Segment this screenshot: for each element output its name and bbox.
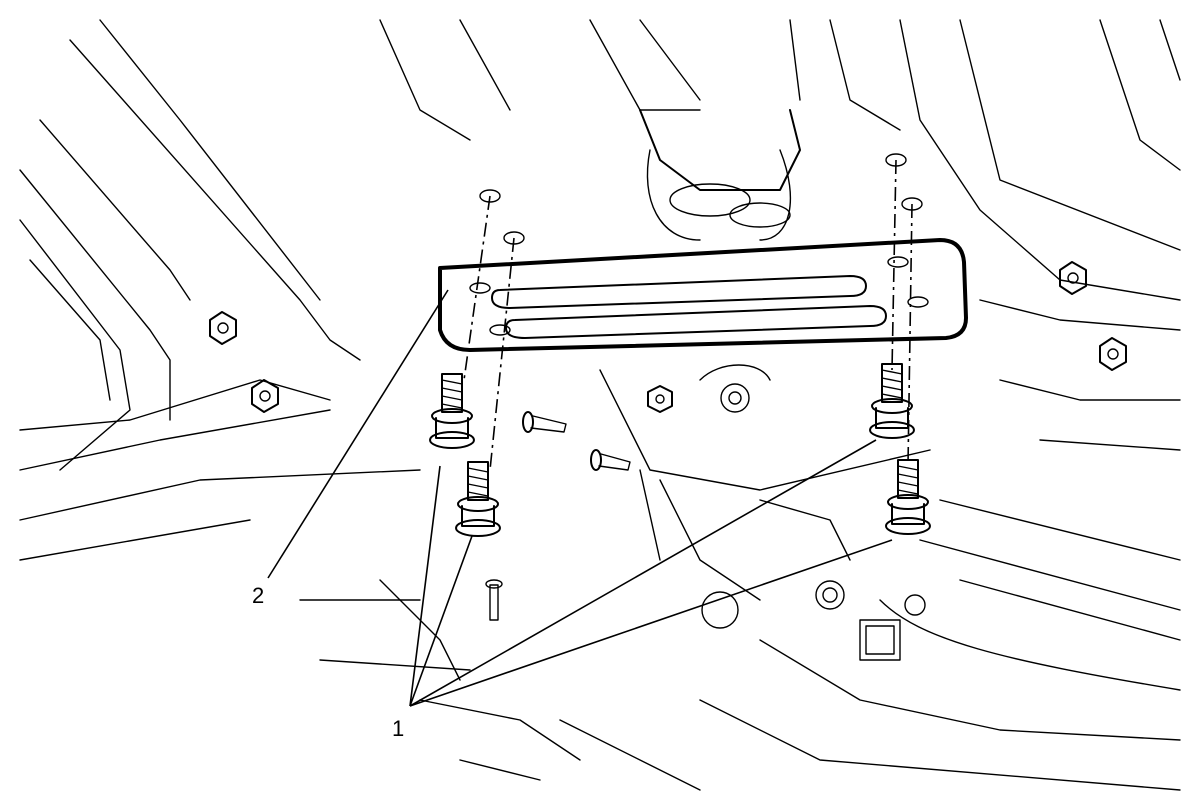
reinforcement-panel — [438, 238, 968, 352]
vehicle-underbody — [19, 19, 1181, 791]
alignment-lines — [463, 159, 913, 471]
callout-label-fasteners: 1 — [392, 716, 405, 741]
body-mount-nuts — [209, 261, 1127, 413]
callout-label-panel: 2 — [252, 583, 265, 608]
bolt — [869, 363, 915, 439]
bolt — [429, 373, 475, 449]
leader-lines — [267, 289, 893, 707]
small-screws — [485, 411, 631, 621]
bolt — [455, 461, 501, 537]
body-bolt-holes — [479, 153, 923, 245]
bolt — [885, 459, 931, 535]
